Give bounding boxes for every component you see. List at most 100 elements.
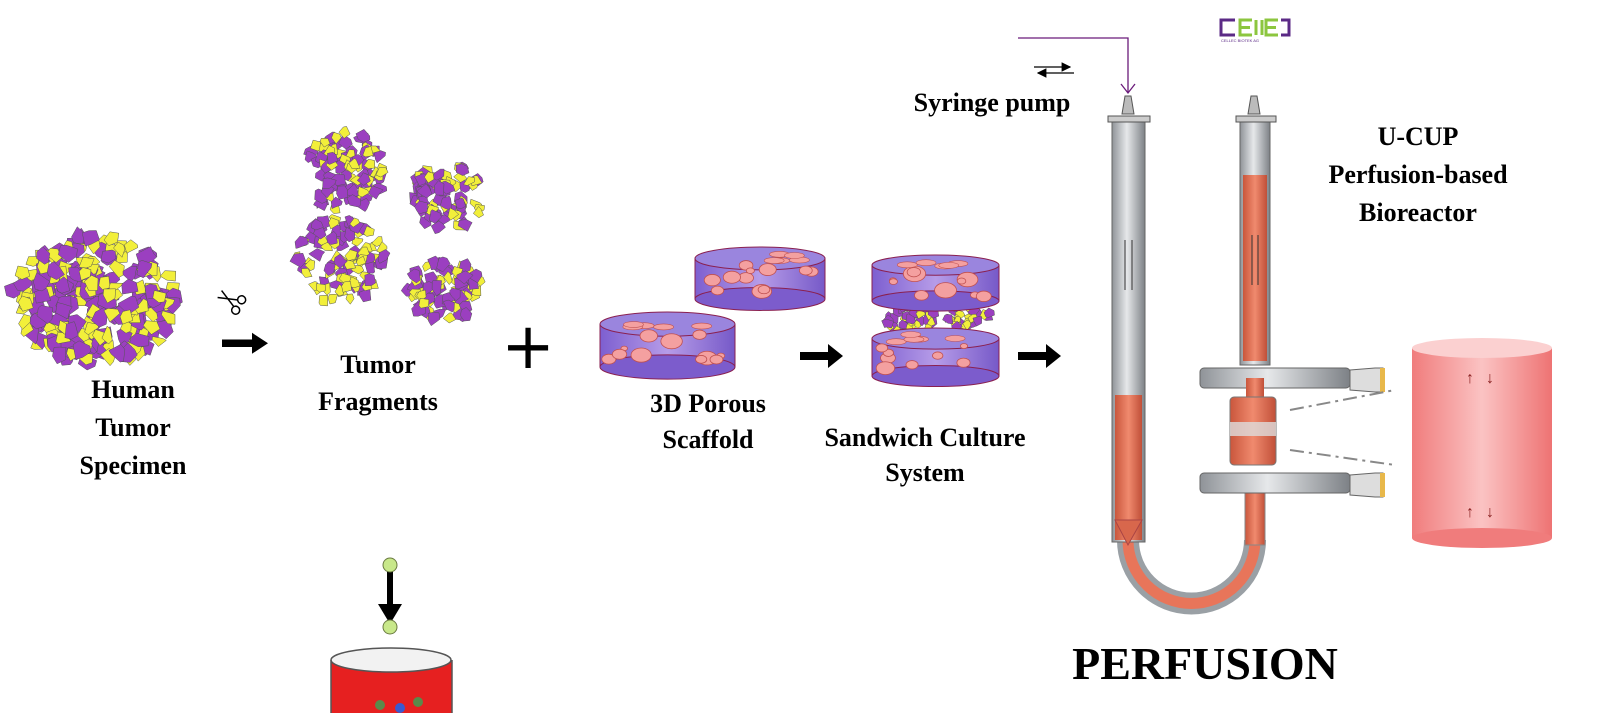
label-ucup-2: Perfusion-based	[1328, 160, 1508, 189]
label-specimen-3: Specimen	[80, 451, 187, 480]
tumor-cell-purple	[431, 279, 442, 297]
pore	[799, 265, 813, 276]
ucup-bioreactor	[1107, 95, 1396, 615]
tumor-cell-purple	[455, 163, 470, 176]
tumor-cell-purple	[457, 219, 473, 232]
syringe-pump-line	[1018, 37, 1136, 95]
tumor-cell-purple	[311, 218, 324, 231]
label-perfusion: PERFUSION	[1072, 638, 1338, 689]
tumor-cell-yellow	[362, 146, 374, 158]
tumor-cell-purple	[905, 313, 916, 325]
svg-text:↓: ↓	[1486, 370, 1494, 387]
tumor-cell-yellow	[371, 236, 383, 247]
tumor-cell-yellow	[17, 295, 34, 312]
scaffold-group	[599, 246, 1548, 507]
tumor-cell-purple	[455, 197, 467, 209]
pore	[914, 290, 929, 301]
label-sandwich-1: Sandwich Culture	[824, 423, 1025, 452]
tumor-cell-yellow	[152, 290, 167, 303]
pore	[630, 347, 652, 363]
tumor-cell-yellow	[447, 207, 460, 221]
tumor-cell-purple	[333, 253, 348, 269]
pore	[757, 285, 771, 295]
tumor-cell-purple	[55, 276, 70, 294]
tumor-cell-purple	[898, 319, 908, 330]
tumor-cell-yellow	[443, 271, 453, 286]
label-fragments-1: Tumor	[340, 350, 416, 379]
tumor-cell-yellow	[98, 276, 111, 291]
tumor-cell-purple	[55, 302, 73, 320]
tumor-cell-purple	[289, 253, 307, 268]
tumor-cell-purple	[406, 268, 421, 284]
tumor-cell-purple	[100, 249, 117, 264]
pore	[875, 343, 889, 353]
tumor-cell-purple	[36, 246, 51, 265]
tumor-cluster	[303, 126, 389, 214]
tumor-cell-yellow	[43, 321, 57, 333]
pore	[695, 355, 708, 364]
tumor-cell-yellow	[375, 167, 389, 178]
tumor-cell-purple	[36, 305, 53, 325]
tumor-cell-purple	[322, 177, 337, 189]
tumor-cell-purple	[364, 261, 375, 274]
pore	[611, 348, 628, 360]
tumor-cell-purple	[368, 185, 384, 200]
tumor-cell-purple	[129, 332, 150, 348]
tumor-cell-yellow	[418, 298, 430, 309]
label-scaffold-1: 3D Porous	[650, 389, 766, 418]
tumor-cell-purple	[121, 278, 139, 295]
tumor-cell-purple	[304, 150, 318, 164]
pore	[692, 329, 707, 340]
tumor-cell-purple	[346, 194, 361, 208]
tumor-cell-yellow	[472, 206, 484, 219]
tumor-cell-yellow	[134, 298, 149, 314]
tumor-cell-yellow	[18, 314, 31, 330]
tumor-cell-yellow	[363, 158, 375, 169]
svg-text:↓: ↓	[1486, 504, 1494, 521]
svg-text:↑: ↑	[1466, 370, 1474, 387]
tumor-cell-purple	[336, 185, 348, 200]
tumor-cell-yellow	[103, 231, 120, 247]
tumor-cell-purple	[456, 270, 474, 285]
tumor-cell-purple	[364, 273, 376, 286]
tumor-cell-yellow	[304, 259, 316, 272]
tumor-cell-yellow	[338, 126, 351, 139]
pore	[956, 277, 967, 285]
tumor-cell-yellow	[124, 239, 139, 254]
arrow-icon	[1018, 344, 1061, 368]
tumor-tissue-group	[4, 126, 1498, 470]
pore	[906, 267, 921, 278]
tumor-cell-purple	[427, 255, 440, 271]
tumor-cell-yellow	[463, 176, 475, 186]
tumor-cell-purple	[330, 196, 343, 209]
label-fragments-2: Fragments	[318, 387, 438, 416]
tumor-cell-yellow	[108, 259, 125, 278]
tumor-cell-yellow	[926, 317, 936, 327]
tumor-cell-purple	[52, 346, 67, 365]
tumor-cell-purple	[108, 344, 126, 363]
tumor-cell-yellow	[101, 325, 113, 345]
tumor-cell-yellow	[348, 158, 361, 169]
tumor-cell-purple	[377, 249, 391, 264]
tumor-cell-yellow	[442, 312, 457, 324]
tumor-cell-yellow	[113, 241, 126, 258]
tumor-cell-yellow	[103, 308, 121, 323]
tumor-cell-purple	[416, 183, 433, 199]
pore	[758, 263, 777, 276]
tumor-cell-yellow	[78, 257, 95, 269]
pore	[639, 329, 658, 343]
tumor-cell-yellow	[316, 283, 326, 293]
plus-sign: +	[501, 310, 555, 384]
tumor-cell-purple	[436, 256, 451, 273]
tumor-cell-purple	[356, 172, 371, 186]
pore	[905, 360, 919, 370]
tumor-cluster	[289, 214, 391, 307]
tumor-cell-purple	[429, 209, 442, 224]
tumor-cell-yellow	[84, 275, 99, 291]
tumor-cell-yellow	[331, 131, 342, 145]
pore	[888, 278, 898, 285]
tumor-cell-yellow	[954, 310, 966, 319]
tumor-cell-purple	[460, 307, 473, 322]
pore	[932, 351, 944, 360]
